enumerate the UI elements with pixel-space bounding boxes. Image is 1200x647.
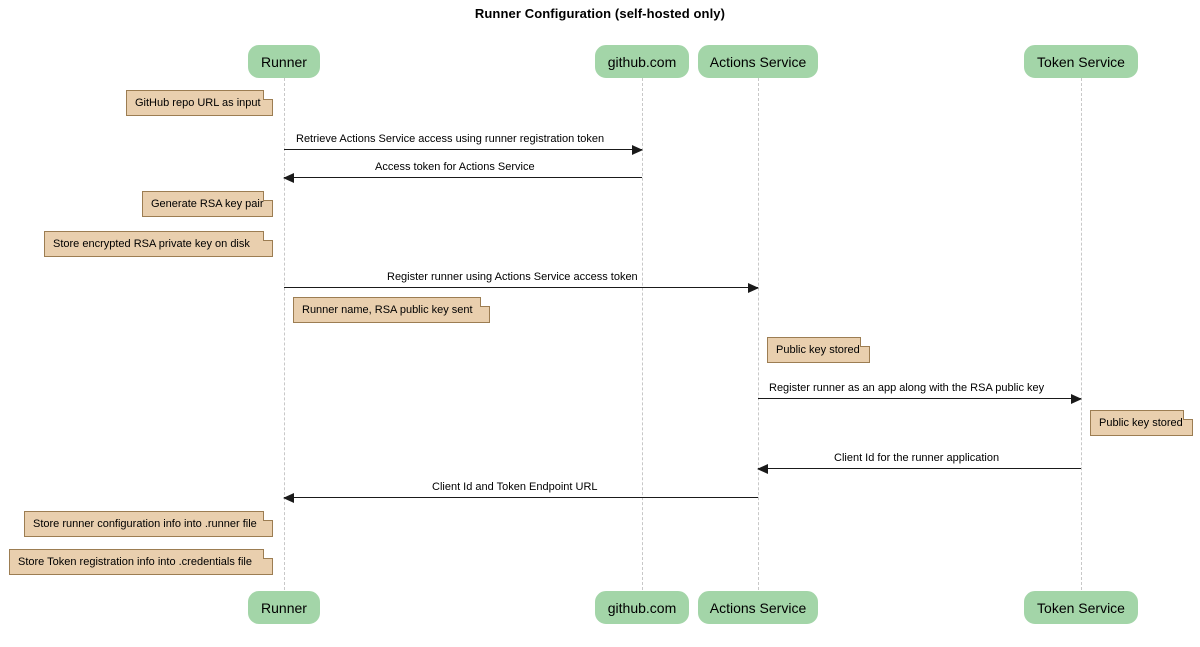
participant-actions-top[interactable]: Actions Service <box>698 45 818 78</box>
note-text: Runner name, RSA public key sent <box>302 303 473 316</box>
arrowhead-right-icon <box>748 283 759 293</box>
participant-label: Actions Service <box>709 600 807 616</box>
arrowhead-left-icon <box>283 173 294 183</box>
note-store-runner-config: Store runner configuration info into .ru… <box>24 511 273 537</box>
participant-actions-bottom[interactable]: Actions Service <box>698 591 818 624</box>
note-generate-rsa-key-pair: Generate RSA key pair <box>142 191 273 217</box>
arrowhead-left-icon <box>757 464 768 474</box>
message-label-client-id-and-token-endpoint: Client Id and Token Endpoint URL <box>432 481 598 493</box>
note-text: Store Token registration info into .cred… <box>18 555 252 568</box>
message-label-register-runner: Register runner using Actions Service ac… <box>387 271 638 283</box>
message-arrow-client-id-and-token-endpoint <box>283 493 758 503</box>
note-github-repo-url: GitHub repo URL as input <box>126 90 273 116</box>
note-text: Public key stored <box>1099 416 1183 429</box>
message-label-access-token: Access token for Actions Service <box>375 161 535 173</box>
message-arrow-access-token <box>283 173 642 183</box>
note-public-key-stored-actions: Public key stored <box>767 337 870 363</box>
note-text: GitHub repo URL as input <box>135 96 261 109</box>
participant-github-top[interactable]: github.com <box>595 45 689 78</box>
participant-label: Runner <box>261 54 307 70</box>
note-store-token-registration: Store Token registration info into .cred… <box>9 549 273 575</box>
note-text: Store encrypted RSA private key on disk <box>53 237 250 250</box>
message-arrow-client-id-for-runner-app <box>757 464 1081 474</box>
lifeline-runner <box>284 78 285 590</box>
participant-label: Token Service <box>1037 54 1125 70</box>
participant-runner-bottom[interactable]: Runner <box>248 591 320 624</box>
message-arrow-retrieve-actions-access <box>284 145 643 155</box>
message-label-retrieve-actions-access: Retrieve Actions Service access using ru… <box>296 133 605 145</box>
diagram-title: Runner Configuration (self-hosted only) <box>474 6 726 21</box>
message-arrow-register-runner <box>284 283 759 293</box>
participant-token-top[interactable]: Token Service <box>1024 45 1138 78</box>
note-fold-icon <box>263 191 273 201</box>
arrowhead-left-icon <box>283 493 294 503</box>
note-fold-icon <box>860 337 870 347</box>
lifeline-actions <box>758 78 759 590</box>
participant-token-bottom[interactable]: Token Service <box>1024 591 1138 624</box>
message-arrow-register-runner-as-app <box>758 394 1082 404</box>
note-fold-icon <box>480 297 490 307</box>
participant-label: Token Service <box>1037 600 1125 616</box>
message-label-register-runner-as-app: Register runner as an app along with the… <box>769 382 1045 394</box>
arrowhead-right-icon <box>632 145 643 155</box>
participant-label: Runner <box>261 600 307 616</box>
note-fold-icon <box>263 231 273 241</box>
note-text: Generate RSA key pair <box>151 197 264 210</box>
note-runner-name-public-key: Runner name, RSA public key sent <box>293 297 490 323</box>
lifeline-github <box>642 78 643 590</box>
note-text: Store runner configuration info into .ru… <box>33 517 257 530</box>
participant-github-bottom[interactable]: github.com <box>595 591 689 624</box>
note-public-key-stored-token: Public key stored <box>1090 410 1193 436</box>
participant-label: Actions Service <box>709 54 807 70</box>
note-fold-icon <box>263 549 273 559</box>
note-fold-icon <box>263 511 273 521</box>
message-label-client-id-for-runner-app: Client Id for the runner application <box>834 452 1000 464</box>
lifeline-token <box>1081 78 1082 590</box>
participant-label: github.com <box>607 54 677 70</box>
participant-label: github.com <box>607 600 677 616</box>
arrowhead-right-icon <box>1071 394 1082 404</box>
participant-runner-top[interactable]: Runner <box>248 45 320 78</box>
note-fold-icon <box>1183 410 1193 420</box>
note-store-encrypted-private-key: Store encrypted RSA private key on disk <box>44 231 273 257</box>
note-fold-icon <box>263 90 273 100</box>
note-text: Public key stored <box>776 343 860 356</box>
